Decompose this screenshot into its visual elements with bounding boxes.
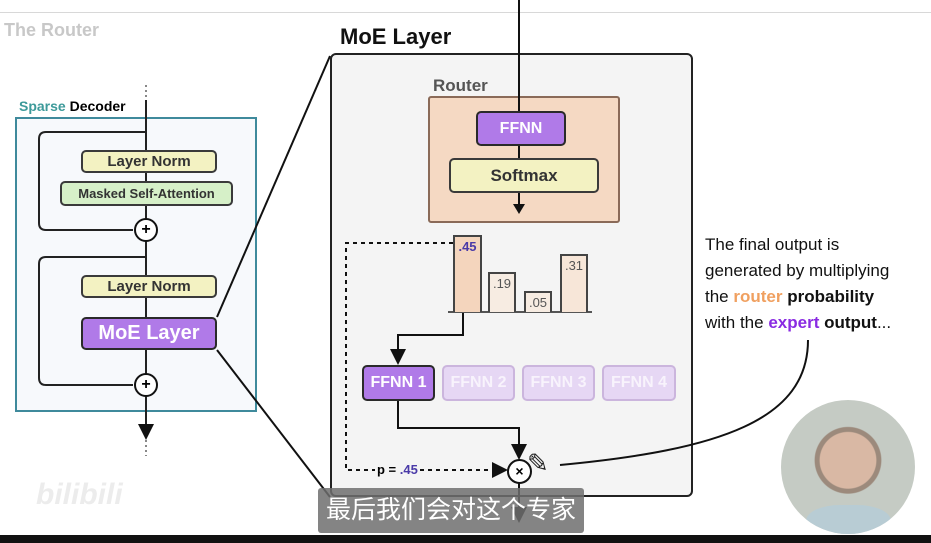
annotation-line-3: the router probability [705, 284, 891, 310]
moe-panel-title: MoE Layer [340, 24, 452, 49]
p-label-text: p = [377, 462, 397, 477]
router-label: Router [433, 76, 488, 95]
softmax-box[interactable]: Softmax [449, 158, 599, 193]
text: with the [705, 313, 764, 332]
subtitle: 最后我们会对这个专家 [318, 488, 585, 533]
add-icon: + [134, 218, 158, 242]
shirt [806, 505, 891, 534]
masked-self-attention[interactable]: Masked Self-Attention [60, 181, 233, 206]
output-word: output [824, 313, 877, 332]
page-title: The Router [4, 20, 100, 40]
p-label: p = .45 [375, 462, 420, 477]
layer-norm-1[interactable]: Layer Norm [81, 150, 217, 173]
expert-ffnn-4[interactable]: FFNN 4 [602, 365, 676, 401]
text: the [705, 287, 729, 306]
expert-ffnn-2[interactable]: FFNN 2 [442, 365, 515, 401]
multiply-icon: × [507, 459, 532, 484]
moe-layer-block[interactable]: MoE Layer [81, 317, 217, 350]
router-word: router [733, 287, 783, 306]
expert-word: expert [768, 313, 820, 332]
p-value: .45 [399, 462, 418, 477]
ellipsis: ... [876, 313, 892, 332]
video-bottom-bar [0, 535, 931, 543]
decoder-label: Sparse Decoder [19, 98, 126, 114]
probability-bar-1: .45 [453, 235, 482, 312]
presenter-avatar [781, 400, 915, 534]
layer-norm-2[interactable]: Layer Norm [81, 275, 217, 298]
expert-ffnn-1[interactable]: FFNN 1 [362, 365, 435, 401]
pencil-icon: ✎ [527, 448, 549, 478]
probability-bar-3: .05 [524, 291, 552, 312]
bilibili-watermark: bilibili [36, 478, 123, 511]
annotation-line-4: with the expert output... [705, 310, 891, 336]
probability-bar-2: .19 [488, 272, 516, 312]
probability-word: probability [787, 287, 875, 306]
router-ffnn[interactable]: FFNN [476, 111, 566, 146]
probability-bar-4: .31 [560, 254, 588, 312]
expert-ffnn-3[interactable]: FFNN 3 [522, 365, 595, 401]
add-icon: + [134, 373, 158, 397]
sparse-label: Sparse [19, 98, 66, 114]
top-divider [0, 12, 931, 13]
annotation-line-1: The final output is [705, 235, 840, 254]
annotation-line-2: generated by multiplying [705, 261, 890, 280]
annotation-text: The final output is generated by multipl… [705, 232, 891, 336]
decoder-label-text: Decoder [69, 98, 126, 114]
